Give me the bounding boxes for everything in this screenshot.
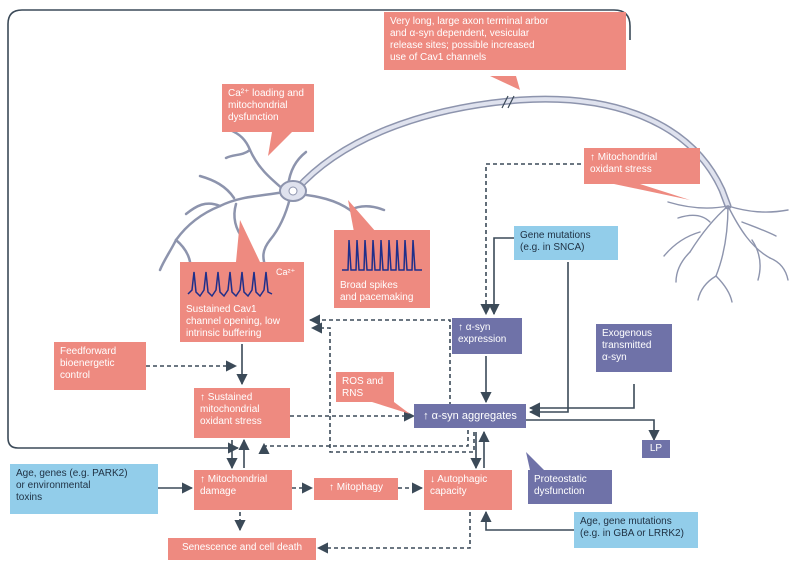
ros-rns-box: ROS and RNS [336,372,394,402]
gene-mutations-snca-box: Gene mutations (e.g. in SNCA) [514,226,618,260]
arrow-aggregates-to-lp [526,419,660,442]
asyn-aggregates-box: ↑ α-syn aggregates [414,404,526,428]
axon-terminal-arbor [663,201,789,303]
age-gene-mutations-gba-box: Age, gene mutations (e.g. in GBA or LRRK… [574,512,698,548]
arrow-autophagic-to-senescence [316,512,471,554]
ca-label: Ca²⁺ [276,267,296,277]
proteostatic-dysfunction-box: Proteostatic dysfunction [528,470,612,504]
ca-loading-callout: Ca²⁺ loading and mitochondrial dysfuncti… [222,84,314,132]
feedforward-control-box: Feedforward bioenergetic control [54,342,146,390]
arrow-gene-to-expression [488,237,520,316]
autophagic-capacity-box: ↓ Autophagic capacity [424,470,512,510]
spike-trace [342,239,422,271]
axon-arbor-callout: Very long, large axon terminal arbor and… [384,12,626,70]
calcium-trace [187,271,273,298]
outer-feedback-loop [7,9,631,454]
mitophagy-box: ↑ Mitophagy [314,478,398,500]
arrow-aggregates-to-sustained [258,430,469,455]
mitochondrial-damage-box: ↑ Mitochondrial damage [194,470,292,510]
senescence-cell-death-box: Senescence and cell death [168,538,316,560]
sustained-cav1-box: Ca²⁺ Sustained Cav1 channel opening, low… [180,262,304,342]
broad-spikes-box: Broad spikes and pacemaking [334,230,430,308]
asyn-expression-box: ↑ α-syn expression [452,318,522,354]
arrow-aggregates-to-cav1 [308,314,451,406]
arrow-gene-to-aggregates [528,262,569,418]
arrow-autophagic-to-cav1 [310,322,475,453]
arrow-mito-stress-to-expression [480,163,588,316]
callout-pointers [236,76,690,414]
lp-box: LP [642,440,670,458]
proteostatic-pointer [526,452,544,470]
age-genes-environment-box: Age, genes (e.g. PARK2) or environmental… [10,464,158,514]
mitochondrial-oxidant-stress-callout: ↑ Mitochondrial oxidant stress [584,148,700,184]
arrow-exogenous-to-aggregates [528,384,635,414]
arrow-age2-to-autophagic [480,510,574,531]
sustained-mito-stress-box: ↑ Sustained mitochondrial oxidant stress [194,388,290,438]
exogenous-asyn-box: Exogenous transmitted α-syn [596,324,672,372]
